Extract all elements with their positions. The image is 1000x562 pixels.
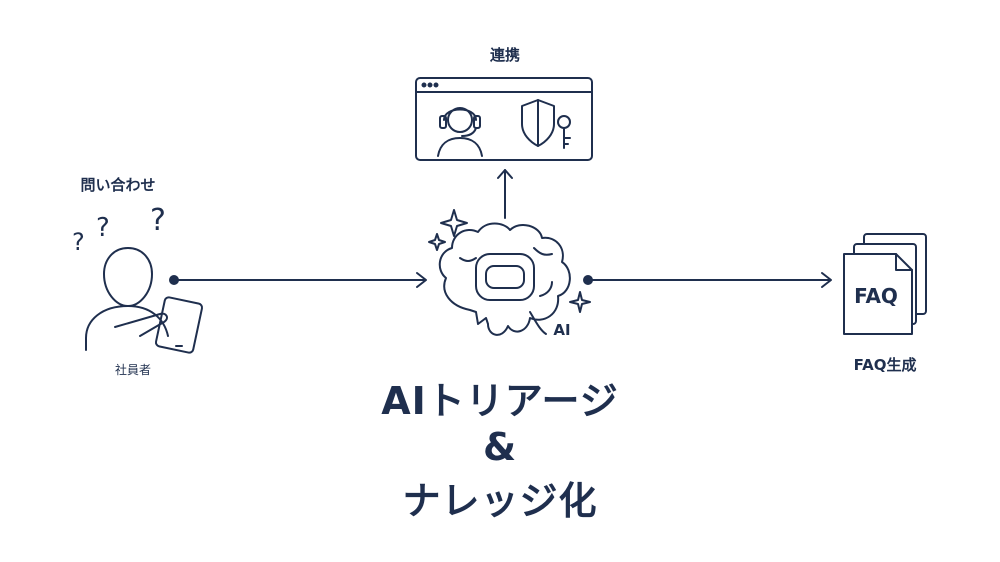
ai-brain-icon <box>438 222 571 336</box>
integration-window-icon <box>415 77 593 161</box>
faq-documents-icon <box>843 233 927 335</box>
sparkle-icon <box>428 209 591 313</box>
question-mark: ? <box>72 228 85 256</box>
question-marks-icon: ? ? ? <box>72 203 166 256</box>
shield-key-icon <box>521 99 571 149</box>
person-with-tablet-icon <box>85 247 204 354</box>
faq-arrow <box>583 272 832 288</box>
question-mark: ? <box>150 203 166 238</box>
inquiry-arrow <box>169 272 427 288</box>
question-mark: ? <box>96 213 110 243</box>
headset-operator-icon <box>437 107 483 157</box>
integration-arrow <box>497 169 513 219</box>
